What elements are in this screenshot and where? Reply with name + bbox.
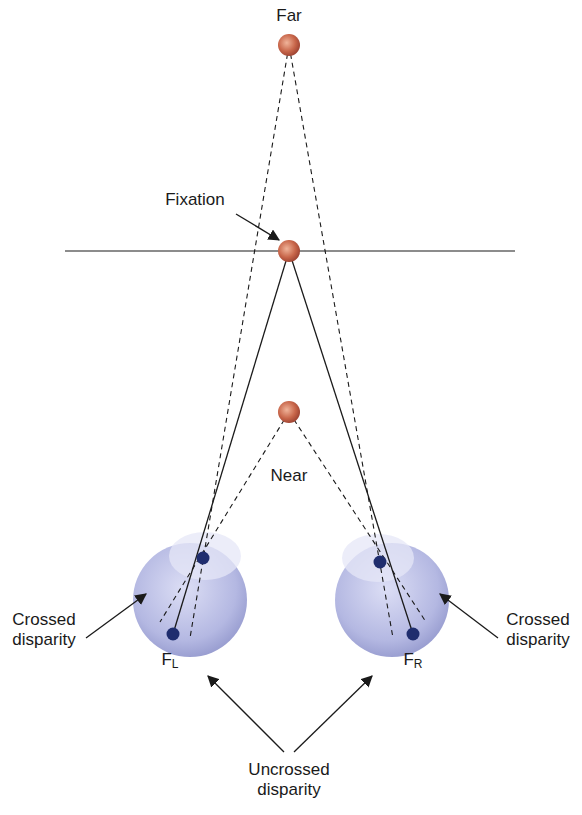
fovea-dot — [407, 628, 420, 641]
near-rays — [160, 412, 426, 622]
disparity-label: Uncrossed disparity — [229, 760, 349, 800]
right-eye — [335, 534, 449, 657]
disparity-label: Crossed disparity — [4, 610, 84, 650]
leader-arrows — [86, 214, 498, 752]
object-label: Fixation — [150, 190, 240, 210]
disparity-label: Crossed disparity — [498, 610, 578, 650]
nodal-point — [374, 556, 387, 569]
fovea-label: FL — [150, 650, 190, 670]
fovea-label: FR — [393, 650, 433, 670]
object-label: Far — [259, 6, 319, 26]
object-label: Near — [259, 466, 319, 486]
fixation-rays — [173, 251, 413, 634]
left-eye — [133, 532, 247, 657]
fixation-object — [278, 240, 300, 262]
nodal-point — [197, 552, 210, 565]
far-rays — [190, 45, 393, 638]
fovea-dot — [167, 628, 180, 641]
far-object — [278, 34, 300, 56]
near-object — [278, 401, 300, 423]
